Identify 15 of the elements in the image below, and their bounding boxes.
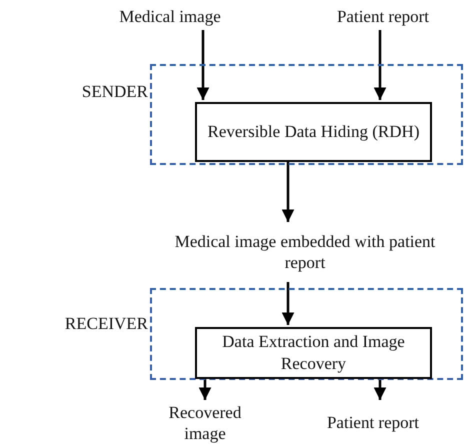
process-box: Reversible Data Hiding (RDH) <box>195 102 432 162</box>
flow-label: Medical image <box>119 6 221 28</box>
group-label: RECEIVER <box>64 314 148 334</box>
arrow <box>282 282 294 325</box>
arrow <box>196 30 210 100</box>
arrow <box>198 377 212 400</box>
arrow <box>282 160 294 222</box>
flow-label: Patient report <box>326 412 420 434</box>
group-label: SENDER <box>82 82 148 102</box>
flow-label: Medical image embedded with patient report <box>174 230 436 274</box>
arrow <box>374 377 386 400</box>
arrow <box>374 30 386 100</box>
flow-label: Recovered image <box>168 402 242 444</box>
process-box: Data Extraction and Image Recovery <box>195 327 432 379</box>
flow-label: Patient report <box>336 6 430 28</box>
